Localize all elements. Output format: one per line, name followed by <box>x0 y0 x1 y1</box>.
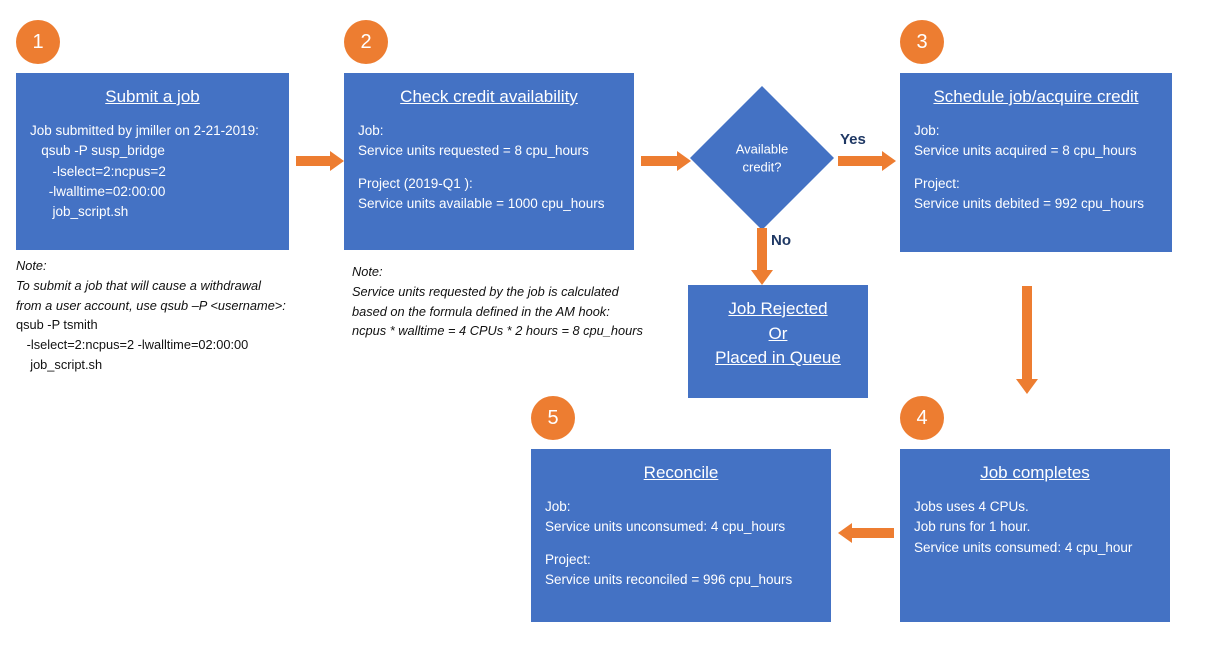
box-line: Job runs for 1 hour. <box>914 519 1031 535</box>
arrow-step1-to-step2 <box>296 151 344 171</box>
box-title-check-credit-availability: Check credit availability <box>400 87 578 106</box>
box-body-job-completes: Jobs uses 4 CPUs. Job runs for 1 hour. S… <box>914 497 1156 558</box>
note-line: Service units requested by the job is ca… <box>352 283 619 299</box>
box-line: Jobs uses 4 CPUs. <box>914 499 1029 514</box>
box-job-completes[interactable]: Job completes Jobs uses 4 CPUs. Job runs… <box>900 449 1170 622</box>
box-body-reconcile: Job: Service units unconsumed: 4 cpu_hou… <box>545 497 817 590</box>
box-line-spacer <box>545 538 817 550</box>
note-line: To submit a job that will cause a withdr… <box>16 277 261 293</box>
arrow-step3-to-step4 <box>1016 286 1038 394</box>
note-line: qsub -P tsmith <box>16 317 98 333</box>
arrow-shaft <box>852 528 894 538</box>
rejected-line-3: Placed in Queue <box>715 348 841 368</box>
arrow-decision-no-to-rejected <box>751 228 773 285</box>
step-badge-1: 1 <box>16 20 60 64</box>
box-body-check-credit-availability: Job: Service units requested = 8 cpu_hou… <box>358 121 620 214</box>
box-line-spacer <box>358 162 620 174</box>
box-line: job_script.sh <box>30 204 129 219</box>
box-submit-a-job[interactable]: Submit a job Job submitted by jmiller on… <box>16 73 289 250</box>
diamond-shape-icon <box>690 86 834 230</box>
box-line: Service units reconciled = 996 cpu_hours <box>545 571 793 587</box>
arrow-shaft <box>296 156 330 166</box>
box-body-submit-a-job: Job submitted by jmiller on 2-21-2019: q… <box>30 121 275 222</box>
arrow-head <box>1016 379 1038 394</box>
box-body-schedule-job-acquire-credit: Job: Service units acquired = 8 cpu_hour… <box>914 121 1158 214</box>
branch-label-yes: Yes <box>840 131 866 148</box>
arrow-shaft <box>641 156 677 166</box>
note-line: from a user account, use qsub –P <userna… <box>16 297 286 313</box>
note-heading: Note: <box>16 258 47 273</box>
arrow-head <box>677 151 691 171</box>
box-line: Project (2019-Q1 ): <box>358 175 473 191</box>
arrow-step2-to-decision <box>641 151 691 171</box>
arrow-head <box>751 270 773 285</box>
box-title-job-rejected: Job Rejected Or Placed in Queue <box>702 297 854 371</box>
box-line: Job submitted by jmiller on 2-21-2019: <box>30 123 259 138</box>
arrow-head <box>882 151 896 171</box>
box-line: Service units consumed: 4 cpu_hour <box>914 539 1133 555</box>
box-line: Project: <box>914 175 960 191</box>
box-line: Job: <box>358 123 384 138</box>
box-line: -lselect=2:ncpus=2 <box>30 163 166 179</box>
box-line: Service units available = 1000 cpu_hours <box>358 195 605 211</box>
rejected-line-1: Job Rejected <box>728 299 828 318</box>
box-line: Project: <box>545 551 591 567</box>
arrow-head <box>838 523 852 543</box>
box-line: Job: <box>545 499 571 514</box>
arrow-step4-to-step5 <box>838 523 894 543</box>
box-line: -lwalltime=02:00:00 <box>30 183 166 199</box>
box-line: Service units acquired = 8 cpu_hours <box>914 143 1137 159</box>
box-title-job-completes: Job completes <box>980 463 1090 482</box>
box-line: Service units debited = 992 cpu_hours <box>914 195 1145 211</box>
box-job-rejected[interactable]: Job Rejected Or Placed in Queue <box>688 285 868 398</box>
note-line: based on the formula defined in the AM h… <box>352 303 610 319</box>
box-title-submit-a-job: Submit a job <box>105 87 200 106</box>
note-service-units-formula: Note: Service units requested by the job… <box>352 262 692 341</box>
note-withdrawal: Note: To submit a job that will cause a … <box>16 256 326 375</box>
branch-label-no: No <box>771 232 791 249</box>
rejected-line-2: Or <box>768 323 788 343</box>
box-line: Job: <box>914 123 940 138</box>
arrow-shaft <box>757 228 767 272</box>
step-badge-3: 3 <box>900 20 944 64</box>
arrow-decision-yes-to-step3 <box>838 151 896 171</box>
box-title-reconcile: Reconcile <box>643 463 719 482</box>
box-line-spacer <box>914 162 1158 174</box>
note-line: -lselect=2:ncpus=2 -lwalltime=02:00:00 <box>16 337 249 353</box>
box-title-schedule-job-acquire-credit: Schedule job/acquire credit <box>933 87 1139 106</box>
box-schedule-job-acquire-credit[interactable]: Schedule job/acquire credit Job: Service… <box>900 73 1172 252</box>
box-line: qsub -P susp_bridge <box>30 143 165 159</box>
note-heading: Note: <box>352 264 383 279</box>
box-reconcile[interactable]: Reconcile Job: Service units unconsumed:… <box>531 449 831 622</box>
step-badge-2: 2 <box>344 20 388 64</box>
arrow-shaft <box>838 156 882 166</box>
step-badge-4: 4 <box>900 396 944 440</box>
box-line: Service units unconsumed: 4 cpu_hours <box>545 519 786 535</box>
box-check-credit-availability[interactable]: Check credit availability Job: Service u… <box>344 73 634 250</box>
decision-available-credit[interactable]: Available credit? <box>690 86 834 230</box>
note-line: job_script.sh <box>16 357 103 373</box>
arrow-shaft <box>1022 286 1032 379</box>
step-badge-5: 5 <box>531 396 575 440</box>
box-line: Service units requested = 8 cpu_hours <box>358 143 589 159</box>
note-line: ncpus * walltime = 4 CPUs * 2 hours = 8 … <box>352 323 643 339</box>
arrow-head <box>330 151 344 171</box>
